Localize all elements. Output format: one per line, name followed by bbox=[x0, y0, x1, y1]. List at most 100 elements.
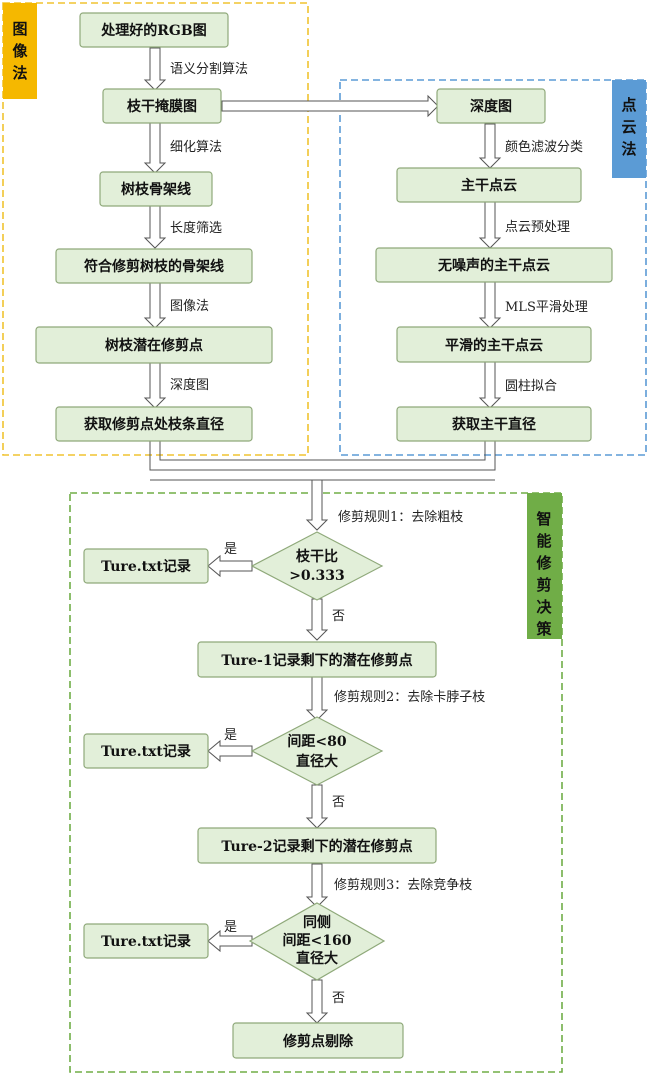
no-label-3: 否 bbox=[332, 991, 345, 1006]
pointcloud-method-tag-char-3: 法 bbox=[621, 140, 636, 158]
mid-node-2: Ture-2记录剩下的潜在修剪点 bbox=[197, 827, 437, 864]
left-arrow-5 bbox=[143, 362, 167, 409]
diamond-1-line-1: 枝干比 bbox=[295, 548, 338, 565]
svg-text:树枝骨架线: 树枝骨架线 bbox=[121, 181, 191, 198]
diamond-1-line-2: >0.333 bbox=[289, 568, 345, 584]
svg-text:获取主干直径: 获取主干直径 bbox=[452, 416, 536, 433]
yes-label-3: 是 bbox=[224, 920, 237, 935]
svg-text:修剪点剔除: 修剪点剔除 bbox=[282, 1033, 354, 1050]
record-node-2: Ture.txt记录 bbox=[83, 733, 209, 769]
right-node-3: 无噪声的主干点云 bbox=[375, 247, 613, 283]
decision-no-arrow-3 bbox=[305, 979, 329, 1024]
decision-tag-char-4: 剪 bbox=[536, 576, 551, 594]
right-arrows bbox=[478, 123, 502, 409]
mid-node-1: Ture-1记录剩下的潜在修剪点 bbox=[197, 641, 437, 678]
svg-text:处理好的RGB图: 处理好的RGB图 bbox=[100, 22, 206, 39]
right-node-1: 深度图 bbox=[436, 88, 546, 124]
svg-text:Ture-1记录剩下的潜在修剪点: Ture-1记录剩下的潜在修剪点 bbox=[221, 652, 412, 669]
right-edge-label-1: 颜色滤波分类 bbox=[505, 139, 583, 155]
decision-diamond-1: 枝干比 >0.333 bbox=[250, 531, 384, 601]
yes-arrow-1 bbox=[207, 554, 253, 578]
image-method-tag-char-3: 法 bbox=[12, 64, 27, 82]
left-node-6: 获取修剪点处枝条直径 bbox=[55, 406, 253, 442]
yes-arrow-2 bbox=[207, 739, 253, 763]
svg-text:枝干掩膜图: 枝干掩膜图 bbox=[126, 98, 197, 115]
left-edge-label-3: 长度筛选 bbox=[170, 220, 222, 236]
right-edge-label-2: 点云预处理 bbox=[505, 220, 570, 235]
right-arrow-4 bbox=[478, 361, 502, 409]
left-node-5: 树枝潜在修剪点 bbox=[35, 326, 273, 364]
no-label-2: 否 bbox=[332, 795, 345, 810]
right-arrow-2 bbox=[478, 201, 502, 249]
right-arrow-1 bbox=[478, 123, 502, 169]
merge-down-arrow bbox=[305, 479, 329, 531]
pointcloud-method-tag-char-1: 点 bbox=[621, 96, 636, 114]
decision-arrows bbox=[207, 554, 329, 1024]
decision-diamond-2: 间距<80 直径大 bbox=[250, 716, 384, 786]
decision-no-arrow-2 bbox=[305, 784, 329, 829]
decision-rule3-arrow bbox=[305, 863, 329, 908]
diamond-2-line-1: 间距<80 bbox=[287, 733, 346, 750]
left-edge-label-2: 细化算法 bbox=[170, 140, 222, 155]
left-node-2: 枝干掩膜图 bbox=[102, 88, 222, 124]
diamond-3-line-1: 同侧 bbox=[303, 914, 331, 931]
image-method-tag-char-2: 像 bbox=[12, 42, 28, 60]
pointcloud-method-tag-char-2: 云 bbox=[621, 118, 636, 136]
left-arrow-4 bbox=[143, 282, 167, 329]
left-arrow-2 bbox=[143, 121, 167, 174]
rule3-label: 修剪规则3：去除竞争枝 bbox=[334, 877, 472, 893]
svg-text:平滑的主干点云: 平滑的主干点云 bbox=[445, 337, 543, 354]
no-label-1: 否 bbox=[332, 609, 345, 624]
decision-tag-char-5: 决 bbox=[536, 598, 552, 616]
right-node-2: 主干点云 bbox=[396, 167, 582, 203]
yes-label-1: 是 bbox=[224, 542, 237, 557]
svg-text:Ture.txt记录: Ture.txt记录 bbox=[101, 559, 191, 575]
image-method-tag-char-1: 图 bbox=[12, 20, 27, 38]
right-edge-label-4: 圆柱拟合 bbox=[505, 379, 557, 394]
left-arrow-3 bbox=[143, 204, 167, 249]
decision-tag: 智 能 修 剪 决 策 bbox=[527, 493, 562, 639]
right-node-5: 获取主干直径 bbox=[396, 406, 592, 442]
mask-to-depth-arrow bbox=[221, 94, 439, 118]
final-node: 修剪点剔除 bbox=[232, 1022, 404, 1059]
left-edge-label-4: 图像法 bbox=[170, 299, 209, 314]
left-arrows bbox=[143, 47, 167, 409]
left-node-1: 处理好的RGB图 bbox=[79, 12, 229, 48]
svg-text:Ture-2记录剩下的潜在修剪点: Ture-2记录剩下的潜在修剪点 bbox=[221, 838, 412, 855]
right-edge-label-3: MLS平滑处理 bbox=[505, 300, 588, 315]
svg-text:无噪声的主干点云: 无噪声的主干点云 bbox=[437, 257, 550, 274]
svg-text:树枝潜在修剪点: 树枝潜在修剪点 bbox=[105, 337, 203, 354]
left-arrow-1 bbox=[143, 47, 167, 91]
svg-text:主干点云: 主干点云 bbox=[461, 177, 517, 194]
left-edge-label-5: 深度图 bbox=[170, 377, 209, 393]
left-node-3: 树枝骨架线 bbox=[99, 171, 213, 207]
decision-tag-char-1: 智 bbox=[536, 510, 551, 528]
svg-text:Ture.txt记录: Ture.txt记录 bbox=[101, 934, 191, 950]
decision-diamond-3: 同侧 间距<160 直径大 bbox=[248, 902, 386, 981]
left-edge-label-1: 语义分割算法 bbox=[170, 61, 248, 77]
decision-tag-char-6: 策 bbox=[535, 620, 552, 638]
svg-text:深度图: 深度图 bbox=[470, 98, 512, 115]
right-arrow-3 bbox=[478, 281, 502, 329]
image-method-region bbox=[2, 2, 309, 456]
image-method-tag: 图 像 法 bbox=[3, 3, 37, 99]
rule1-label: 修剪规则1：去除粗枝 bbox=[338, 509, 463, 525]
diamond-3-line-2: 间距<160 bbox=[283, 932, 352, 949]
record-node-3: Ture.txt记录 bbox=[83, 923, 209, 959]
svg-text:获取修剪点处枝条直径: 获取修剪点处枝条直径 bbox=[84, 416, 224, 433]
right-node-4: 平滑的主干点云 bbox=[396, 326, 592, 363]
diamond-2-line-2: 直径大 bbox=[296, 753, 338, 770]
yes-arrow-3 bbox=[207, 929, 253, 953]
merge-connector bbox=[149, 440, 496, 531]
record-node-1: Ture.txt记录 bbox=[83, 548, 209, 584]
yes-label-2: 是 bbox=[224, 728, 237, 743]
diamond-3-line-3: 直径大 bbox=[296, 950, 338, 967]
decision-no-arrow-1 bbox=[305, 598, 329, 641]
decision-tag-char-2: 能 bbox=[536, 532, 551, 550]
svg-text:Ture.txt记录: Ture.txt记录 bbox=[101, 744, 191, 760]
pointcloud-method-tag: 点 云 法 bbox=[612, 80, 646, 178]
rule2-label: 修剪规则2：去除卡脖子枝 bbox=[334, 689, 485, 705]
svg-text:符合修剪树枝的骨架线: 符合修剪树枝的骨架线 bbox=[83, 258, 224, 275]
